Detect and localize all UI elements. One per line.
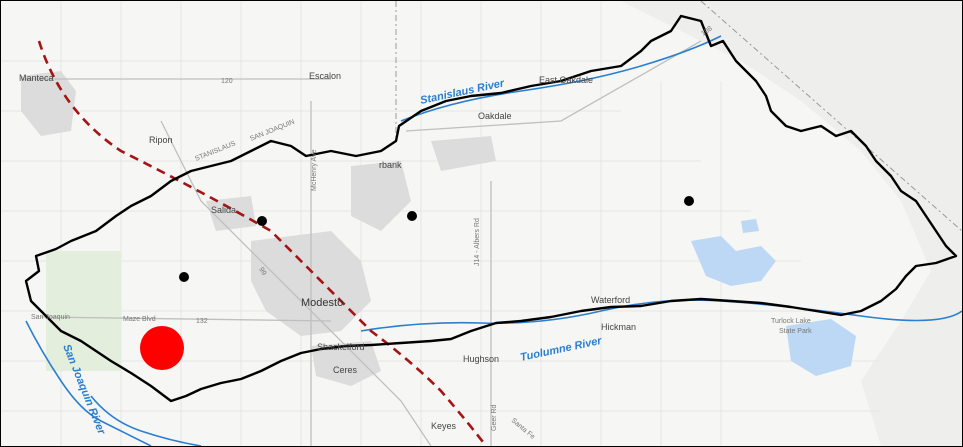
park-area: [46, 251, 121, 371]
well-site-3-marker[interactable]: [407, 211, 417, 221]
road-label-120: 120: [221, 78, 233, 85]
road-label-maze-blvd: Maze Blvd: [123, 316, 156, 323]
rivers: [25, 35, 962, 446]
city-label-riverbank: rbank: [379, 160, 402, 170]
well-site-4-marker[interactable]: [684, 196, 694, 206]
city-label-escalon: Escalon: [309, 71, 341, 81]
city-label-modesto: Modesto: [301, 297, 343, 309]
city-label-east-oakdale: East Oakdale: [539, 75, 593, 85]
city-label-oakdale: Oakdale: [478, 111, 512, 121]
well-site-2-marker[interactable]: [257, 216, 267, 226]
road-label-mchenry: McHenry Ave: [311, 149, 318, 191]
large-red-site-marker[interactable]: [140, 326, 184, 370]
city-label-salida: Salida: [211, 205, 236, 215]
road-label-99: 99: [257, 267, 267, 277]
road-label-albers: J14 - Albers Rd: [474, 218, 481, 266]
foothills-shading: [621, 1, 962, 446]
city-label-ripon: Ripon: [149, 135, 173, 145]
city-label-empire: Hickman: [601, 322, 636, 332]
well-site-1-marker[interactable]: [179, 272, 189, 282]
water-bodies: [691, 219, 856, 376]
road-label-geer: Geer Rd: [491, 404, 498, 431]
city-label-san-joaquin: San Joaquin: [31, 314, 70, 321]
road-label-132: 132: [196, 318, 208, 325]
city-label-ceres: Ceres: [333, 365, 358, 375]
label-turlock-lake: Turlock Lake: [771, 318, 811, 325]
dashed-route-line: [37, 40, 488, 446]
county-line-east: [700, 1, 962, 232]
major-roads: [21, 40, 702, 446]
study-area-boundary[interactable]: [24, 14, 958, 403]
city-label-manteca: Manteca: [19, 73, 54, 83]
city-label-keyes: Keyes: [431, 421, 457, 431]
label-state-park: State Park: [779, 328, 812, 335]
city-label-waterford: Waterford: [591, 295, 630, 305]
city-label-hughson: Hughson: [463, 354, 499, 364]
city-label-shackelford: Shackelford: [317, 342, 365, 352]
